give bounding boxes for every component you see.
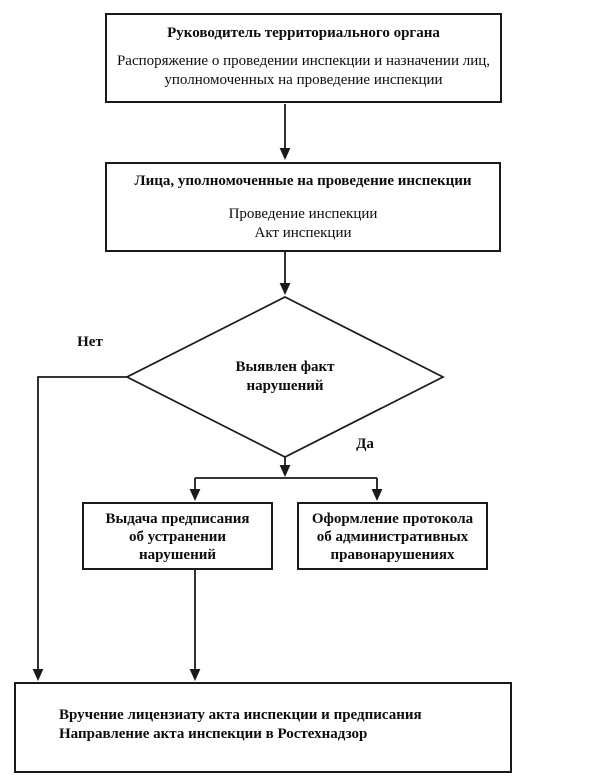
- protocol-box-line2: об административных: [316, 529, 469, 545]
- prescription-box-line1: Выдача предписания: [105, 511, 250, 527]
- box-administrative-protocol: Оформление протокола об административных…: [297, 502, 488, 570]
- decision-violations-found-label: Выявлен факт нарушений: [127, 358, 443, 396]
- no-branch-head: [32, 669, 44, 681]
- decision-label-line1: Выявлен факт: [235, 359, 335, 375]
- box-issue-prescription: Выдача предписания об устранении нарушен…: [82, 502, 273, 570]
- box-deliver-act-to-licensee: Вручение лицензиату акта инспекции и пре…: [14, 682, 512, 773]
- protocol-box-line3: правонарушениях: [330, 547, 455, 563]
- top-box-body-line2: уполномоченных на проведение инспекции: [164, 72, 443, 88]
- top-box-body: Распоряжение о проведении инспекции и на…: [107, 52, 500, 90]
- prescription-box-line3: нарушений: [138, 547, 217, 563]
- inspectors-box-body-line2: Акт инспекции: [254, 225, 352, 241]
- edge-label-no: Нет: [77, 334, 103, 350]
- top-box-title: Руководитель территориального органа: [167, 25, 440, 41]
- no-branch-line: [37, 376, 127, 669]
- arrow-prescription-to-final-head: [189, 669, 201, 681]
- arrow-to-protocol-head: [371, 489, 383, 501]
- inspectors-box-title: Лица, уполномоченные на проведение инспе…: [134, 173, 472, 189]
- arrow-to-prescription-head: [189, 489, 201, 501]
- box-head-of-territorial-authority: Руководитель территориального органа Рас…: [105, 13, 502, 103]
- decision-label-line2: нарушений: [246, 378, 324, 394]
- protocol-box-line1: Оформление протокола: [311, 511, 474, 527]
- top-box-body-line1: Распоряжение о проведении инспекции и на…: [116, 53, 491, 69]
- yes-branch-stem-head: [279, 465, 291, 477]
- final-box-line2: Направление акта инспекции в Ростехнадзо…: [59, 726, 368, 742]
- arrow-inspectors-to-decision-head: [279, 283, 291, 295]
- box-authorized-persons: Лица, уполномоченные на проведение инспе…: [105, 162, 501, 252]
- edge-label-yes: Да: [356, 436, 374, 452]
- inspectors-box-body: Проведение инспекции Акт инспекции: [107, 205, 499, 243]
- final-box-line1: Вручение лицензиату акта инспекции и пре…: [59, 707, 422, 723]
- prescription-box-line2: об устранении: [128, 529, 227, 545]
- arrow-top-to-inspectors-head: [279, 148, 291, 160]
- inspectors-box-body-line1: Проведение инспекции: [228, 206, 378, 222]
